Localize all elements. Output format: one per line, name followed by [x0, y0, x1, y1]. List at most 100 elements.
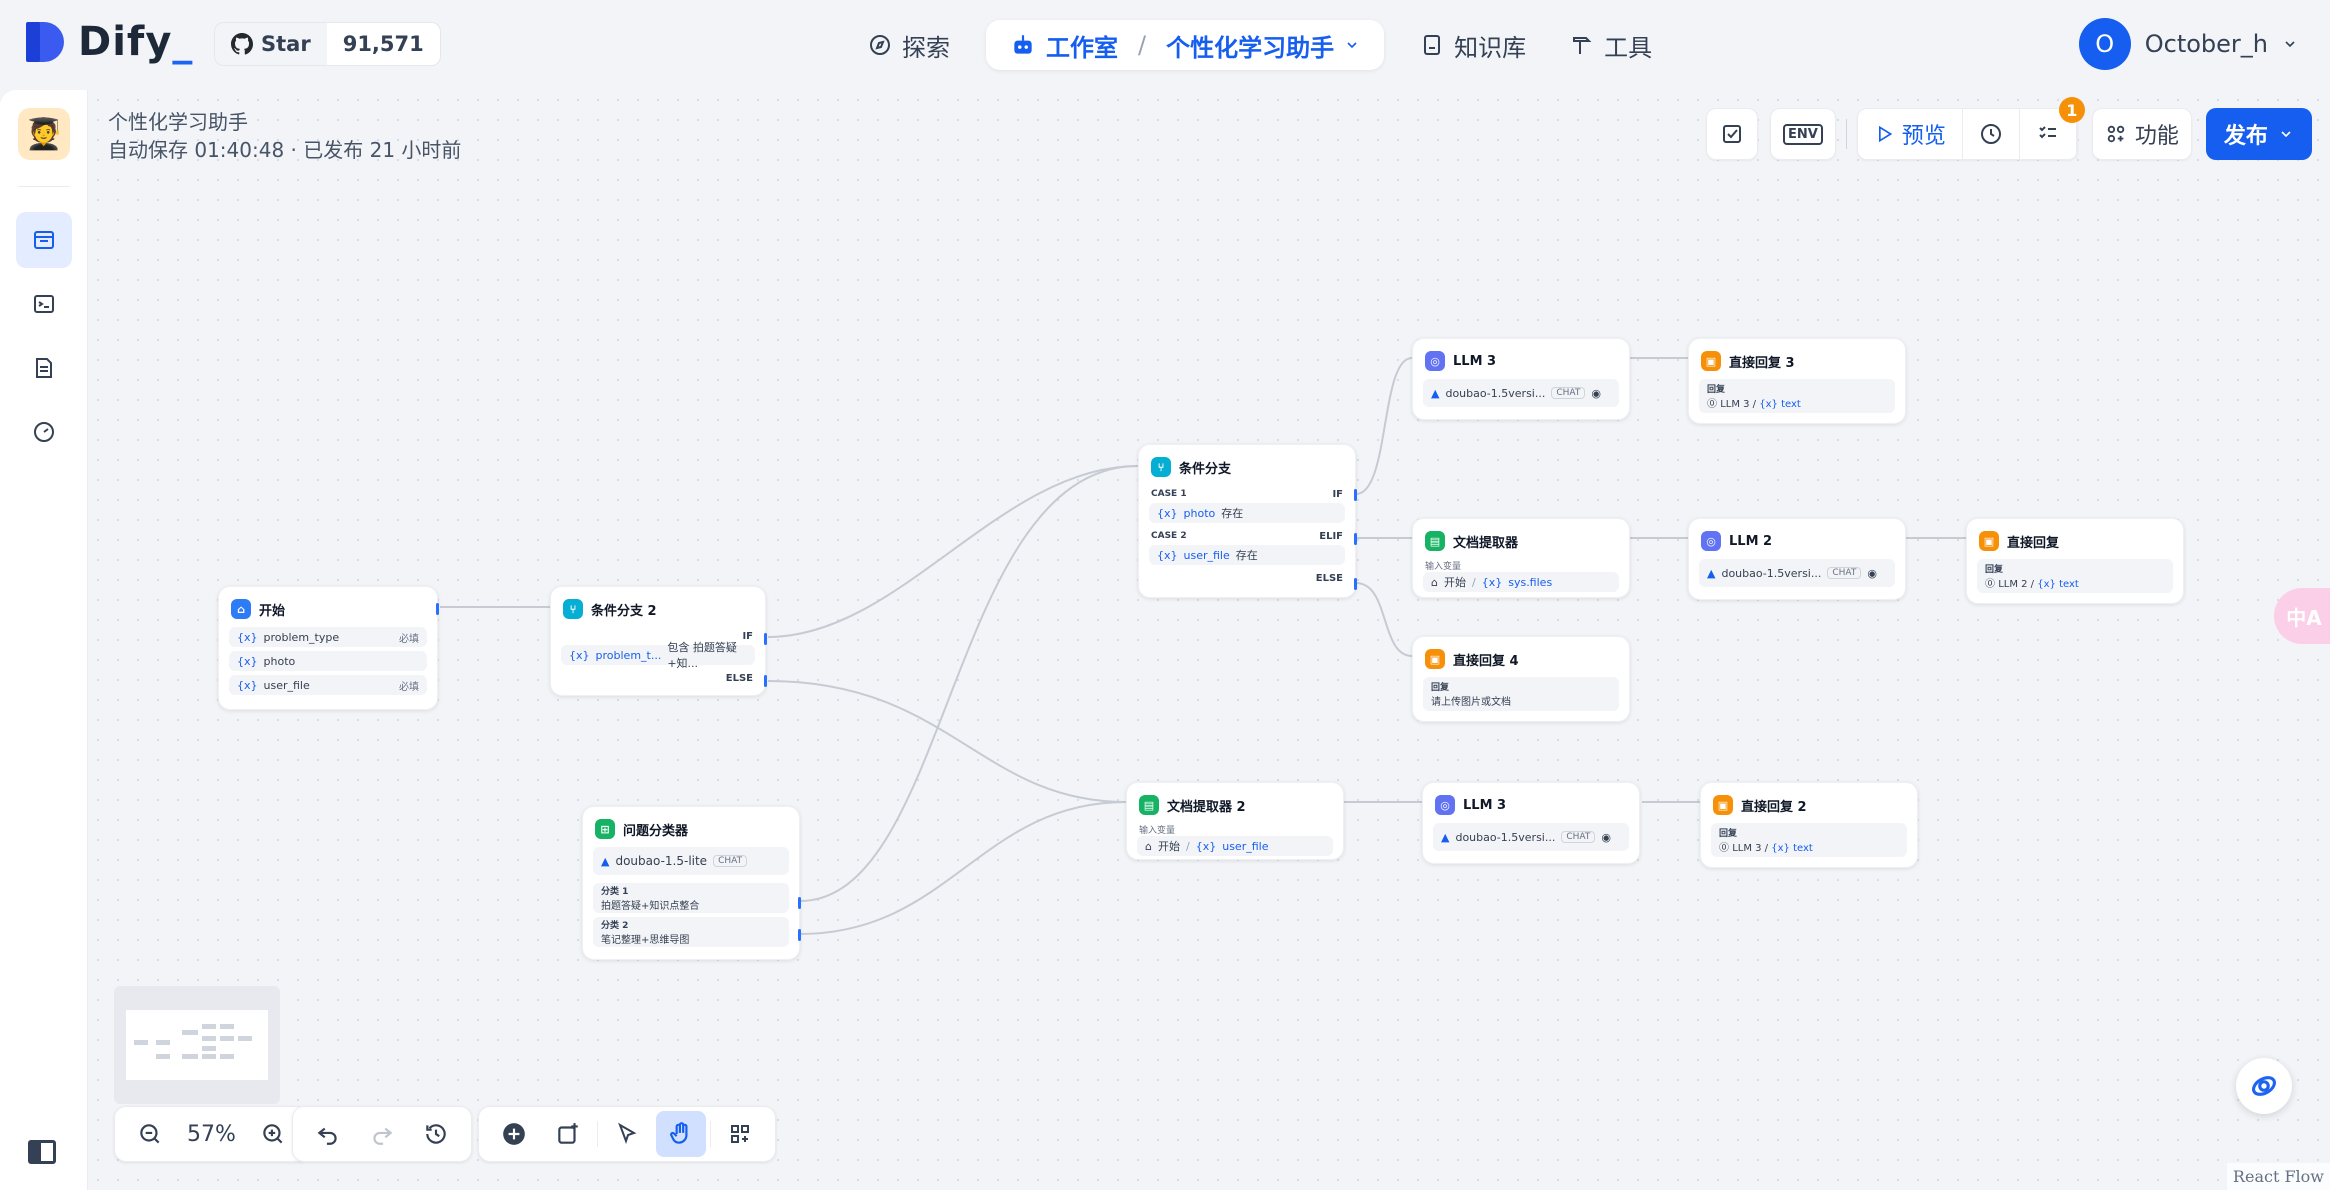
answer-row: 回复 ⓪ LLM 3 / {x} text	[1699, 379, 1895, 413]
workflow-canvas[interactable]	[88, 90, 2330, 1190]
if-handle[interactable]	[764, 633, 767, 645]
add-node-button[interactable]	[489, 1111, 539, 1157]
main-nav: 探索 工作室 / 个性化学习助手 知识库 工具	[846, 20, 1674, 70]
version-history-button[interactable]	[411, 1111, 461, 1157]
hand-mode-button[interactable]	[656, 1111, 706, 1157]
env-button[interactable]: ENV	[1770, 108, 1836, 160]
book-icon	[1424, 35, 1441, 55]
eye-icon: ◉	[1601, 830, 1611, 844]
zoom-in-button[interactable]	[248, 1111, 298, 1157]
preview-button[interactable]: 预览	[1858, 109, 1963, 159]
publish-button[interactable]: 发布	[2205, 108, 2312, 160]
class1-handle[interactable]	[798, 897, 801, 909]
doc-extractor-icon: ▤	[1139, 795, 1159, 815]
nav-knowledge[interactable]: 知识库	[1398, 20, 1548, 70]
zoom-out-button[interactable]	[125, 1111, 175, 1157]
chevron-down-icon[interactable]	[1344, 37, 1360, 53]
checklist-preview-button[interactable]	[1706, 108, 1758, 160]
branch-icon: ⑂	[563, 599, 583, 619]
organize-layout-button[interactable]	[715, 1111, 765, 1157]
features-button[interactable]: 功能	[2091, 108, 2192, 160]
github-star-widget[interactable]: Star 91,571	[214, 22, 441, 66]
assistant-fab[interactable]	[2236, 1058, 2292, 1114]
history-icon	[1980, 124, 2001, 144]
cursor-icon	[618, 1122, 637, 1144]
nav-explore[interactable]: 探索	[846, 20, 972, 70]
llm-icon: ◎	[1435, 795, 1455, 815]
answer-icon: ▣	[1979, 531, 1999, 551]
eye-icon: ◉	[1867, 566, 1877, 580]
node-ifelse-2[interactable]: ⑂条件分支 2 IF {x}problem_t...包含 拍题答疑+知... E…	[550, 586, 767, 696]
run-history-button[interactable]	[1963, 109, 2020, 159]
redo-button[interactable]	[357, 1111, 407, 1157]
nav-tools[interactable]: 工具	[1548, 20, 1674, 70]
minimap[interactable]	[114, 986, 280, 1104]
node-answer-2[interactable]: ▣直接回复 2 回复 ⓪ LLM 3 / {x} text	[1700, 782, 1918, 868]
else-handle[interactable]	[1354, 578, 1357, 590]
node-llm-3-top[interactable]: ◎LLM 3 ▲doubao-1.5versi...CHAT◉	[1412, 338, 1630, 420]
dify-logo[interactable]: Dify_	[26, 18, 193, 66]
zoom-out-icon	[140, 1124, 160, 1144]
input-var-row: ⌂开始/{x}user_file	[1137, 836, 1333, 856]
checklist-button[interactable]	[2020, 109, 2077, 159]
if-handle[interactable]	[1354, 489, 1357, 501]
layout-grid-icon	[731, 1125, 749, 1143]
node-doc-extractor-2[interactable]: ▤文档提取器 2 输入变量 ⌂开始/{x}user_file	[1126, 782, 1344, 860]
robot-icon	[1014, 35, 1032, 54]
sidebar-item-monitor[interactable]	[16, 404, 72, 460]
condition-row: {x}problem_t...包含 拍题答疑+知...	[561, 641, 755, 670]
left-sidebar: 🧑‍🎓	[0, 90, 88, 1190]
else-handle[interactable]	[764, 675, 767, 687]
elif-handle[interactable]	[1354, 533, 1357, 545]
zoom-in-icon	[263, 1124, 283, 1144]
dify-logo-mark	[26, 18, 70, 66]
terminal-icon	[34, 295, 54, 313]
sidebar-item-api[interactable]	[16, 276, 72, 332]
node-answer-4[interactable]: ▣直接回复 4 回复 请上传图片或文档	[1412, 636, 1630, 722]
sidebar-item-orchestrate[interactable]	[16, 212, 72, 268]
output-handle[interactable]	[436, 603, 439, 615]
node-answer-3[interactable]: ▣直接回复 3 回复 ⓪ LLM 3 / {x} text	[1688, 338, 1906, 424]
github-icon	[231, 33, 253, 55]
user-menu[interactable]: O October_h	[2078, 18, 2298, 70]
gauge-icon	[34, 422, 54, 442]
user-avatar: O	[2078, 18, 2131, 70]
node-doc-extractor[interactable]: ▤文档提取器 输入变量 ⌂开始/{x}sys.files	[1412, 518, 1630, 598]
doc-extractor-icon: ▤	[1425, 531, 1445, 551]
chevron-down-icon	[2281, 131, 2291, 138]
collapse-sidebar-icon[interactable]	[28, 1140, 56, 1164]
sidebar-item-logs[interactable]	[16, 340, 72, 396]
pointer-mode-button[interactable]	[602, 1111, 652, 1157]
divider	[710, 1121, 711, 1147]
model-row: ▲doubao-1.5versi...CHAT◉	[1699, 559, 1895, 587]
app-avatar-icon[interactable]: 🧑‍🎓	[18, 108, 70, 160]
class2-handle[interactable]	[798, 929, 801, 941]
compass-icon	[870, 35, 890, 55]
history-icon	[426, 1124, 446, 1144]
nav-studio[interactable]: 工作室 / 个性化学习助手	[986, 20, 1385, 70]
canvas-tools	[478, 1106, 776, 1162]
model-logo-icon: ▲	[601, 854, 610, 868]
llm-icon: ◎	[1425, 351, 1445, 371]
answer-row: 回复 ⓪ LLM 3 / {x} text	[1711, 823, 1907, 857]
node-llm-2[interactable]: ◎LLM 2 ▲doubao-1.5versi...CHAT◉	[1688, 518, 1906, 600]
add-note-button[interactable]	[543, 1111, 593, 1157]
undo-button[interactable]	[303, 1111, 353, 1157]
home-icon: ⌂	[231, 599, 251, 619]
node-llm-3-bottom[interactable]: ◎LLM 3 ▲doubao-1.5versi...CHAT◉	[1422, 782, 1640, 864]
answer-icon: ▣	[1425, 649, 1445, 669]
node-answer[interactable]: ▣直接回复 回复 ⓪ LLM 2 / {x} text	[1966, 518, 2184, 604]
react-flow-attribution[interactable]: React Flow	[2226, 1163, 2330, 1190]
zoom-level[interactable]: 57%	[187, 1121, 236, 1147]
nav-app-name[interactable]: 个性化学习助手	[1166, 33, 1335, 62]
top-navigation-bar: Dify_ Star 91,571 探索 工作室 / 个性化学习助手 知识库 工…	[0, 0, 2330, 90]
translate-float-button[interactable]: 中A	[2274, 588, 2330, 644]
